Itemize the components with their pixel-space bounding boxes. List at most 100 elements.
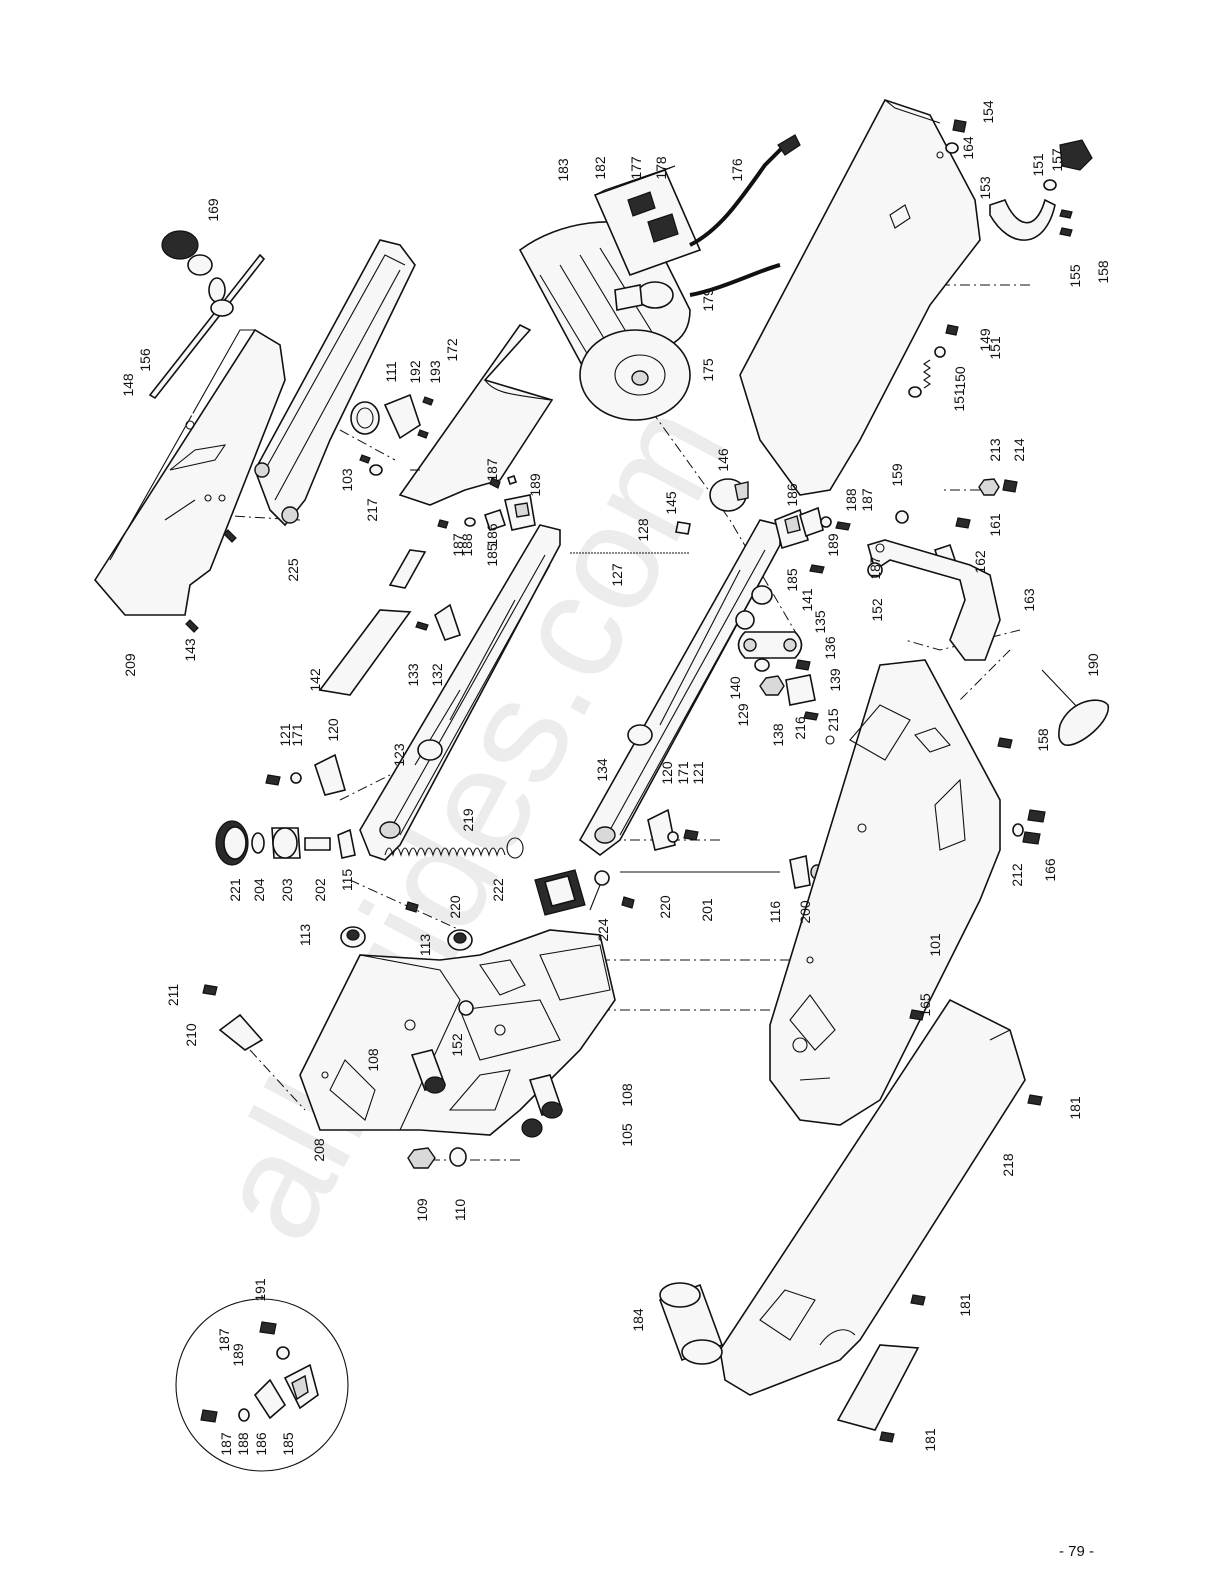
tension-knob-169	[161, 230, 213, 276]
nut-213	[978, 478, 1000, 496]
eccentric-146	[709, 478, 749, 512]
callout-c152b: 152	[449, 1033, 465, 1057]
clamp-120-left	[314, 753, 346, 796]
callout-c181c: 181	[922, 1428, 938, 1452]
callout-c186c: 186	[253, 1432, 269, 1456]
screw-121-left	[265, 774, 281, 786]
washer-204	[251, 832, 265, 854]
washer-217	[369, 464, 383, 476]
callout-c128: 128	[635, 518, 651, 542]
screw-152-base	[458, 1000, 474, 1016]
callout-c133: 133	[405, 663, 421, 687]
callout-c181b: 181	[957, 1293, 973, 1317]
upper-arm-housing-209	[94, 328, 286, 616]
callout-c127: 127	[609, 563, 625, 587]
callout-c101: 101	[927, 933, 943, 957]
screw-225-top	[223, 529, 237, 543]
callout-c188a: 188	[459, 533, 475, 557]
callout-c210: 210	[183, 1023, 199, 1047]
screw-215	[803, 711, 819, 721]
callout-c154: 154	[980, 100, 996, 124]
callout-c187d: 187	[867, 556, 883, 580]
side-cover-218	[719, 998, 1026, 1396]
screw-165	[909, 1009, 925, 1021]
block-116	[789, 855, 811, 889]
callout-c208: 208	[311, 1138, 327, 1162]
screw-133	[415, 621, 429, 631]
callout-c225: 225	[285, 558, 301, 582]
washer-160-a	[208, 277, 226, 303]
callout-c115: 115	[339, 869, 355, 892]
bracket-210	[218, 1013, 264, 1051]
detail-inset-191	[175, 1295, 349, 1472]
capacitor-179	[614, 281, 674, 311]
washer-159	[895, 510, 909, 524]
callout-c193: 193	[427, 360, 443, 384]
callout-c123: 123	[391, 743, 407, 767]
callout-c105: 105	[619, 1123, 635, 1147]
callout-c109: 109	[414, 1198, 430, 1222]
clamp-185-left	[504, 494, 536, 531]
callout-c215: 215	[825, 708, 841, 732]
callout-c163: 163	[1021, 588, 1037, 612]
lock-knob-157	[1059, 139, 1093, 171]
screw-149	[945, 324, 959, 336]
screw-187-upper	[489, 477, 501, 489]
blade-arm-134	[578, 519, 781, 856]
screw-139	[795, 659, 811, 671]
callout-c113b: 113	[417, 934, 433, 957]
screw-166	[1022, 809, 1046, 845]
screw-181-b	[910, 1294, 926, 1306]
screw-158-base	[997, 737, 1013, 749]
callout-c222: 222	[490, 878, 506, 902]
shaft-108-a	[410, 1049, 447, 1094]
callout-c164: 164	[960, 136, 976, 160]
trunnion-bracket-163	[867, 539, 1001, 661]
callout-c136: 136	[822, 636, 838, 660]
callout-c129: 129	[735, 703, 751, 727]
tension-knob-221	[215, 820, 249, 866]
callout-c211: 211	[165, 984, 181, 1007]
callout-c200: 200	[797, 900, 813, 924]
bushing-113-a	[340, 926, 366, 948]
screw-214	[1002, 479, 1018, 493]
callout-c150: 150	[952, 366, 968, 390]
callout-c149: 149	[977, 328, 993, 352]
screw-103	[359, 454, 371, 464]
callout-c151c: 151	[951, 388, 967, 412]
callout-c146: 146	[715, 448, 731, 472]
washer-212	[1012, 823, 1024, 837]
screw-193	[417, 396, 434, 439]
callout-c165: 165	[917, 993, 933, 1017]
callout-c121a: 121	[277, 723, 293, 747]
callout-c111: 111	[383, 361, 399, 382]
nut-109	[407, 1147, 436, 1169]
callout-c143: 143	[182, 638, 198, 662]
callout-c221: 221	[227, 878, 243, 902]
callout-c212: 212	[1009, 863, 1025, 887]
callout-c151b: 151	[987, 336, 1003, 360]
tension-spring-219	[384, 837, 524, 859]
screw-158-top	[1059, 209, 1073, 237]
link-136	[737, 631, 803, 659]
plug-176	[777, 134, 801, 156]
callout-c103: 103	[339, 468, 355, 492]
callout-c171a: 171	[289, 723, 305, 747]
callout-c202: 202	[312, 878, 328, 902]
bracket-132	[434, 603, 462, 641]
callout-c204: 204	[251, 878, 267, 902]
callout-c138: 138	[770, 723, 786, 747]
callout-c220b: 220	[657, 895, 673, 919]
washer-171-left	[290, 772, 302, 784]
washer-188-left	[464, 517, 476, 527]
power-cord-176	[689, 143, 787, 247]
plate-186-left	[483, 508, 507, 532]
callout-c201: 201	[699, 898, 715, 922]
callout-c121b: 121	[690, 761, 706, 785]
callout-c185b: 185	[784, 568, 800, 592]
callout-c189c: 189	[230, 1343, 246, 1367]
bushing-152-right	[867, 562, 883, 578]
bushing-113-b	[447, 929, 473, 951]
callout-c156: 156	[137, 348, 153, 372]
